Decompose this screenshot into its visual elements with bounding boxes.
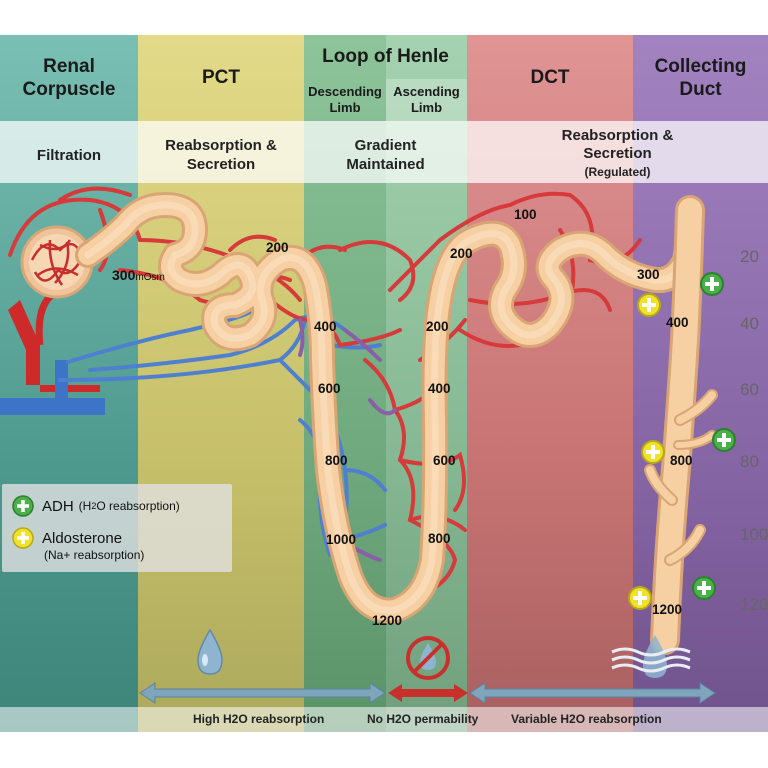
legend [2, 484, 232, 572]
adh-marker [700, 272, 724, 296]
scale-label: 20 [740, 247, 759, 266]
high-reabsorption-arrow [139, 682, 386, 704]
variable-reabsorption-arrow [469, 682, 716, 704]
function-filtration: Filtration [36, 146, 102, 164]
no-water-icon [406, 636, 450, 680]
water-drop-icon [197, 628, 223, 675]
osm-desc-1000: 1000 [326, 532, 357, 547]
scale-label: 100 [740, 525, 768, 544]
no-permeability-label: No H2O permability [367, 712, 479, 726]
osm-desc-800: 800 [325, 453, 348, 468]
osm-glomerulus: 300mOsm [112, 267, 165, 283]
osm-asc-800: 800 [428, 531, 451, 546]
aldosterone-icon [12, 527, 34, 549]
legend-aldosterone: Aldosterone [12, 527, 122, 549]
renal-artery [0, 286, 100, 392]
scale-label: 120 [740, 595, 768, 614]
osm-desc-400: 400 [314, 319, 337, 334]
bottom-band [0, 707, 768, 732]
osm-asc-top-200: 200 [450, 246, 473, 261]
osm-cd-1200: 1200 [652, 602, 683, 617]
aldosterone-marker [628, 586, 652, 610]
osm-cd-300: 300 [637, 267, 660, 282]
function-band [0, 121, 768, 183]
aldosterone-marker [641, 440, 665, 464]
collecting-duct [644, 195, 718, 655]
osm-asc-200: 200 [426, 319, 449, 334]
osm-cd-800: 800 [670, 453, 693, 468]
legend-aldosterone-note: (Na+ reabsorption) [44, 548, 145, 562]
no-permeability-arrow [388, 684, 468, 702]
scale-label: 60 [740, 380, 759, 399]
osm-bottom-1200: 1200 [372, 613, 403, 628]
tubule [75, 192, 703, 624]
variable-reabsorption-label: Variable H2O reabsorption [511, 712, 662, 726]
adh-marker [712, 428, 736, 452]
adh-marker [692, 576, 716, 600]
function-pct: Reabsorption &Secretion [165, 137, 277, 173]
adh-icon [12, 495, 34, 517]
high-reabsorption-label: High H2O reabsorption [193, 712, 325, 726]
osm-asc-400: 400 [428, 381, 451, 396]
osm-desc-600: 600 [318, 381, 341, 396]
glomerulus [20, 225, 94, 299]
nephron-anatomy [0, 186, 736, 704]
function-dct-collecting: Reabsorption &Secretion(Regulated) [561, 127, 674, 179]
header-dct: DCT [530, 67, 570, 88]
osm-asc-600: 600 [433, 453, 456, 468]
header-pct: PCT [202, 67, 240, 88]
osm-cd-400: 400 [666, 315, 689, 330]
osm-pct-200: 200 [266, 240, 289, 255]
water-wave-icon [611, 635, 691, 678]
osm-dct-100: 100 [514, 207, 537, 222]
header-loop-of-henle: Loop of Henle [322, 46, 449, 67]
aldosterone-marker [637, 293, 661, 317]
scale-label: 80 [740, 452, 759, 471]
scale-label: 40 [740, 314, 759, 333]
